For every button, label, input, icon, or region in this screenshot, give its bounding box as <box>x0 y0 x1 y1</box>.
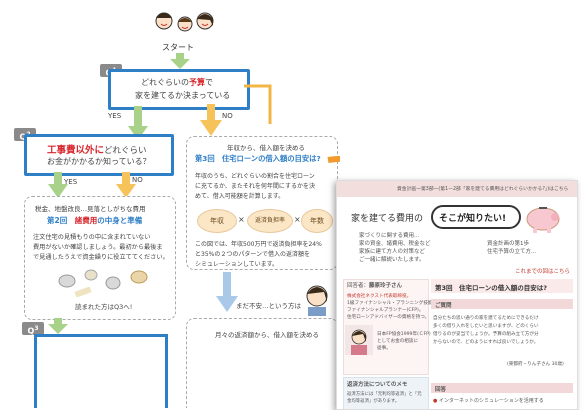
profile-4: 住宅ローンアドバイザーの資格を持つ。 <box>347 315 430 320</box>
question-2: 多くの借り入れをしたいと思いますが、どのくらい <box>433 324 539 329</box>
q1-yes-arrow-icon <box>128 106 148 144</box>
profile2-2: としてお金の相談に <box>377 339 419 344</box>
family-illustration <box>150 6 220 36</box>
q2-no-label: NO <box>132 176 143 184</box>
card3-body2-1: この図では、年収500万円で返済負担率を24% <box>195 241 322 248</box>
start-label: スタート <box>162 43 194 52</box>
brochure-header <box>337 181 577 197</box>
q2-yes-label: YES <box>64 178 78 186</box>
card2-footer: 読まれた方はQ3へ! <box>75 303 133 311</box>
flowchart-page: スタート Q1 どれぐらいの予算で 家を建てるか決まっている YES NO Q2… <box>14 6 340 408</box>
profile-1: 株式会社ネクスト代表取締役。 <box>347 294 412 299</box>
profile2-1: 日本FP協会1999年(ＣFP) <box>377 332 431 337</box>
profile-2: 1級ファイナンシャル・プランニング技能士。 <box>347 301 442 306</box>
question-header-label: ご質問 <box>435 303 452 309</box>
article-card-2[interactable]: 税金、地盤改良…見落としがちな費用 第2回 諸費用の中身と準備 注文住宅の見積も… <box>24 196 176 320</box>
answer-item: ● インターネットのシミュレーションを活用する <box>433 398 544 404</box>
formula-ratio: 返済負担率 <box>247 209 293 233</box>
memo-title: 返済方法についてのメモ <box>347 382 408 388</box>
card3-body2-2: と35%の２つのパターンで借入の返済額を <box>195 251 311 258</box>
lead-1: 家づくりに関する費用... <box>359 233 420 239</box>
card3-body-3: めて、借入可能額を計算します。 <box>195 193 285 200</box>
question-signature: (東都府・りん子さん 30歳) <box>507 362 564 367</box>
q1-no-label: NO <box>222 112 233 120</box>
card3-body-2: に充てるか、またそれを何年間にするかを決 <box>195 183 315 190</box>
down-arrow-icon <box>216 272 238 316</box>
brochure-header-text[interactable]: 資金計画一第3部一(第1ー2部「家を建てる費用はどれぐらいかかる?」)はこちら <box>397 187 569 192</box>
article-title-bar <box>431 279 573 293</box>
profile-3: ファイナンシャルプランナー(CFP)。 <box>347 308 424 313</box>
previous-link[interactable]: これまでの回はこちら <box>515 269 571 275</box>
side-note-1: 資金計画の第1歩 <box>487 241 529 247</box>
headline-pre: 家を建てる費用の <box>351 214 424 224</box>
answerer-label: 回答者：藤原玲子さん <box>347 283 403 289</box>
q2-line2: お金がかかるか知っている？ <box>47 157 151 166</box>
card3-body-1: 年収のうち、どれぐらいの割合を住宅ローン <box>195 173 315 180</box>
answerer-avatar <box>345 325 373 359</box>
article-title: 第3回 住宅ローンの借入額の目安は? <box>435 284 547 292</box>
question-4: からないので、どのようにすれば良いでしょうか。 <box>433 340 539 345</box>
monthly-title: 月々の返済額から、借入額を決める <box>215 331 319 339</box>
worry-text: まだ不安…という方は <box>236 302 301 310</box>
lead-2: 家の資金、諸費用、税金など <box>359 241 431 247</box>
q3-box[interactable] <box>34 334 168 408</box>
lead-4: ご一緒に解説いたします。 <box>359 257 425 263</box>
card2-body-2: 費用がないか確認しましょう。最初から最後ま <box>33 244 163 251</box>
coins-illustration <box>55 265 155 301</box>
answer-header-label: 回答 <box>435 387 447 393</box>
start-arrow-icon <box>170 53 190 73</box>
lead-3: 家族に建て方人の対策など <box>359 249 426 255</box>
formula-years: 年数 <box>301 209 333 233</box>
answer-header <box>431 383 573 393</box>
card2-title: 第2回 諸費用の中身と準備 <box>47 216 143 225</box>
card3-body2-3: シミュレーションしています。 <box>195 261 278 268</box>
q2-no-arrow-icon <box>116 172 136 202</box>
headline-pill: そこが知りたい! <box>431 205 521 229</box>
q1-yes-label: YES <box>108 112 122 120</box>
to-q3-arrow-icon <box>48 318 68 338</box>
profile2-3: 従事。 <box>377 346 391 351</box>
card2-body-1: 注文住宅の見積もりの中に含まれていない <box>33 234 151 241</box>
article-card-3[interactable]: 年収から、借入額を決める 第3回 住宅ローンの借入額の目安は? 年収のうち、どれ… <box>186 136 338 270</box>
question-1: 自分たちの思い通りの家を建てるためにできるだけ <box>433 316 539 321</box>
formula-times-2: × <box>294 215 301 224</box>
memo-panel <box>343 377 429 409</box>
q2-box[interactable]: 工事費以外にどれぐらい お金がかかるか知っている？ <box>24 134 174 176</box>
question-header <box>431 299 573 309</box>
monthly-card[interactable]: 月々の返済額から、借入額を決める <box>186 318 338 408</box>
q2-line1: 工事費以外にどれぐらい <box>47 145 147 156</box>
brochure-page: 資金計画一第3部一(第1ー2部「家を建てる費用はどれぐらいかかる?」)はこちら … <box>336 180 578 410</box>
question-3: 借りるのが妥当でしょうか。予算の組み立て方が分 <box>433 332 539 337</box>
q2-yes-arrow-icon <box>48 172 68 202</box>
card2-body-3: で見通したうえで資金繰りに役立ててください。 <box>33 254 169 261</box>
advisor-avatar <box>300 280 334 320</box>
q1-no-arrow-icon <box>200 104 222 140</box>
card3-subtitle: 年収から、借入額を決める <box>227 144 305 152</box>
q1-line1: どれぐらいの予算で <box>141 78 213 87</box>
side-note-2: 住宅予算の立て方... <box>487 249 537 255</box>
curved-arrow-icon <box>326 150 340 204</box>
card2-subtitle: 税金、地盤改良…見落としがちな費用 <box>35 205 146 213</box>
q1-box[interactable]: どれぐらいの予算で 家を建てるか決まっている <box>108 69 250 110</box>
formula-times-1: × <box>238 215 245 224</box>
piggy-bank-icon <box>521 201 567 239</box>
memo-body-2: 金均等返済」があります。 <box>347 399 400 404</box>
q3-tag: Q3 <box>22 322 44 336</box>
formula-income: 年収 <box>197 209 237 233</box>
q1-no-line <box>244 84 304 158</box>
card3-title: 第3回 住宅ローンの借入額の目安は? <box>195 154 321 163</box>
q1-line2: 家を建てるか決まっている <box>135 91 231 100</box>
memo-body-1: 返済方法には「元利均等返済」と「元 <box>347 392 422 397</box>
